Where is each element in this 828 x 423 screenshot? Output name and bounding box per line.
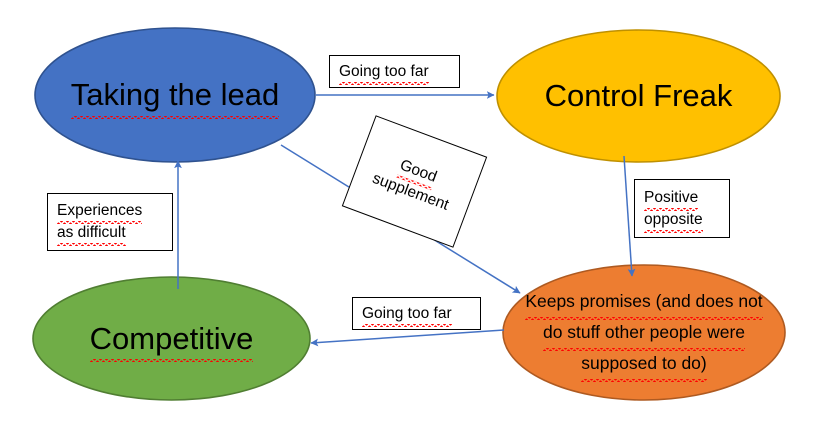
callout-text-as-difficult: as difficult bbox=[57, 222, 126, 247]
callout-experiences-as-difficult[interactable]: Experiences as difficult bbox=[47, 193, 173, 251]
callout-text-going-too-far-top: Going too far bbox=[339, 61, 429, 85]
callout-going-too-far-top[interactable]: Going too far bbox=[329, 55, 460, 88]
connector-control-to-keeps[interactable] bbox=[623, 155, 636, 277]
callout-positive-opposite[interactable]: Positive opposite bbox=[634, 179, 730, 238]
node-shape-keeps-promises[interactable] bbox=[502, 264, 786, 401]
callout-text-experiences: Experiences bbox=[57, 200, 143, 225]
callout-text-opposite: opposite bbox=[644, 209, 703, 233]
callout-going-too-far-bottom[interactable]: Going too far bbox=[352, 297, 481, 330]
callout-text-going-too-far-bottom: Going too far bbox=[362, 303, 452, 327]
node-shape-control-freak[interactable] bbox=[496, 29, 781, 163]
connector-keeps-to-competitive[interactable] bbox=[310, 329, 505, 347]
node-shape-competitive[interactable] bbox=[32, 276, 311, 401]
callout-text-positive: Positive bbox=[644, 187, 699, 211]
